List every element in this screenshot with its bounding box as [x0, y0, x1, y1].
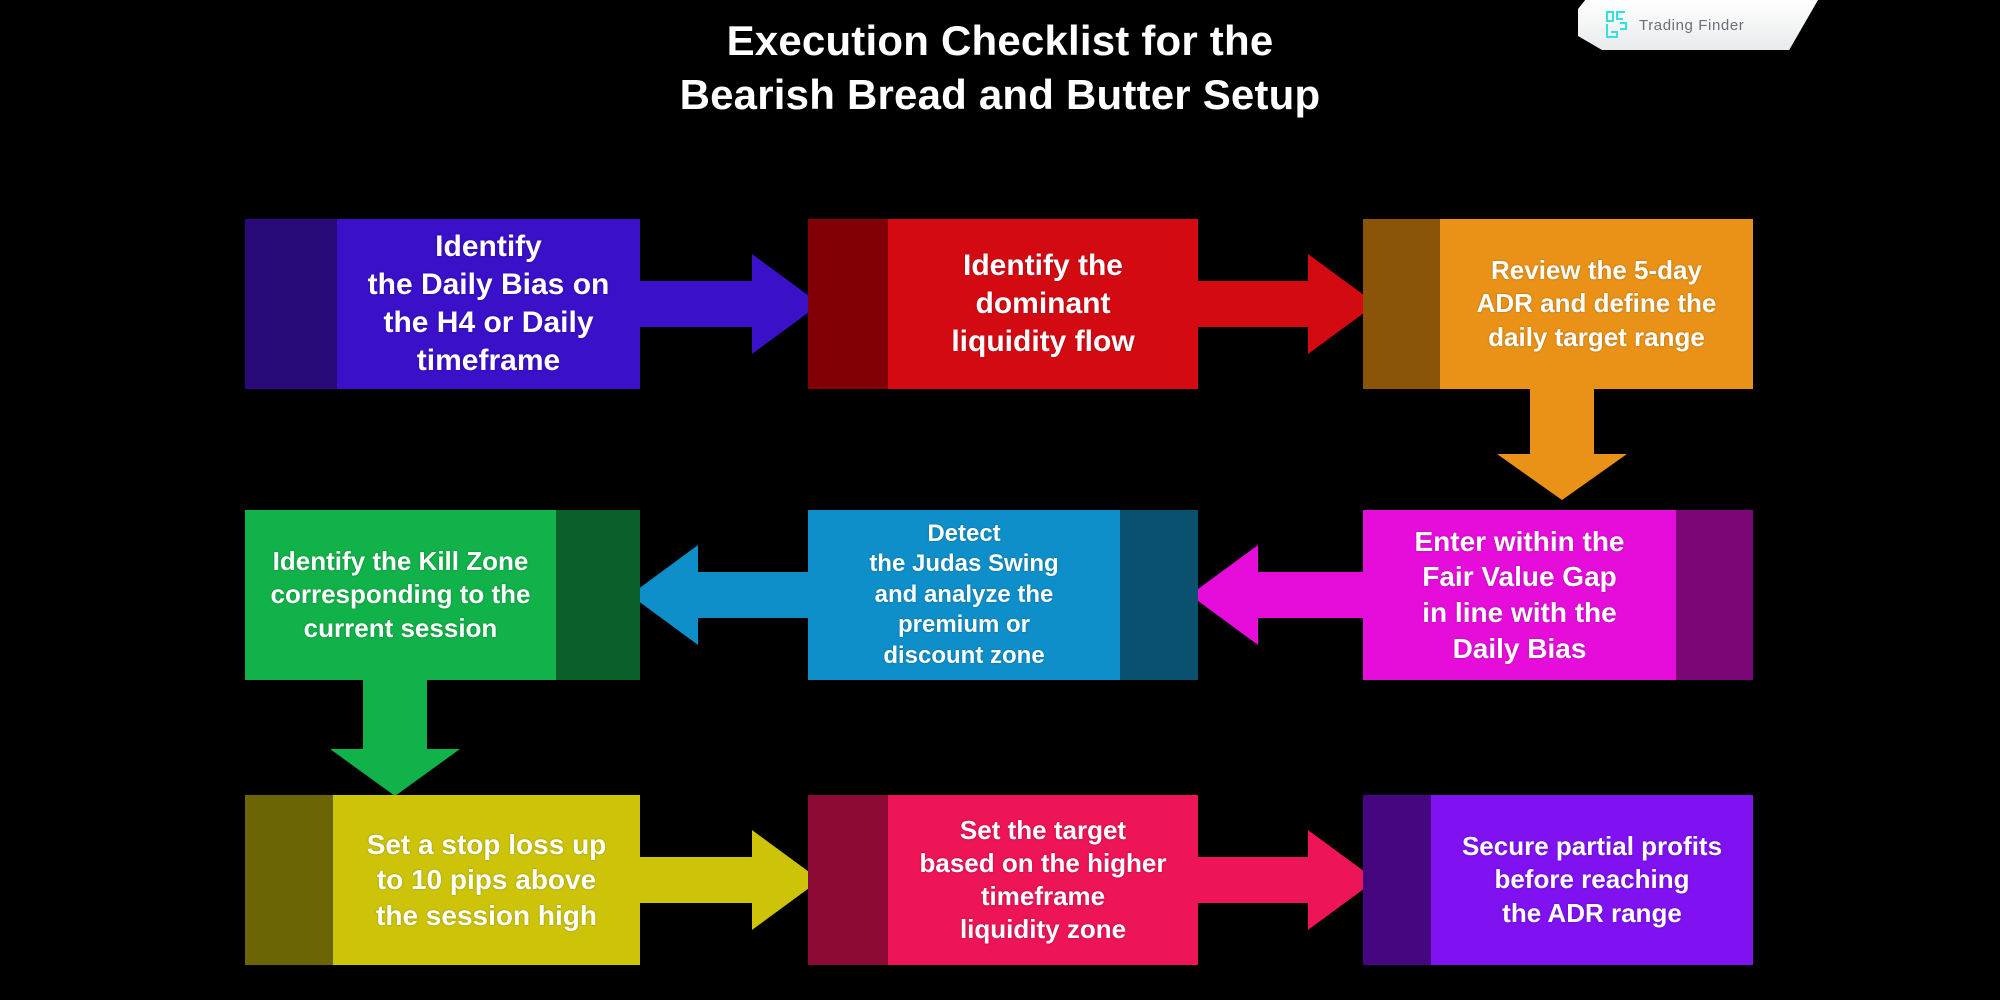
connector-arrow-3-to-4	[1497, 382, 1627, 500]
flow-node-6[interactable]: Identify the Kill Zone corresponding to …	[245, 510, 640, 680]
page-title-line-2: Bearish Bread and Butter Setup	[679, 70, 1321, 118]
page-title-line-1: Execution Checklist for the	[726, 17, 1274, 64]
flow-node-2-label: Identify the dominant liquidity flow	[888, 219, 1198, 389]
brand-badge[interactable]: Trading Finder	[1578, 0, 1818, 50]
flow-node-3[interactable]: Review the 5-day ADR and define the dail…	[1363, 219, 1753, 389]
brand-name: Trading Finder	[1639, 16, 1745, 34]
flow-node-8[interactable]: Set the target based on the higher timef…	[808, 795, 1198, 965]
connector-arrow-6-to-7	[330, 673, 460, 796]
connector-arrow-4-to-5	[1190, 545, 1370, 645]
flow-node-7-accent-strip	[245, 795, 333, 965]
flow-node-1[interactable]: Identify the Daily Bias on the H4 or Dai…	[245, 219, 640, 389]
connector-arrow-5-to-6	[630, 545, 810, 645]
flow-node-9-label: Secure partial profits before reaching t…	[1431, 795, 1753, 965]
flow-node-3-label: Review the 5-day ADR and define the dail…	[1440, 219, 1753, 389]
flow-node-8-label: Set the target based on the higher timef…	[888, 795, 1198, 965]
flow-node-8-accent-strip	[808, 795, 888, 965]
page-title: Execution Checklist for the Bearish Brea…	[0, 14, 2000, 122]
flow-node-9-accent-strip	[1363, 795, 1431, 965]
flow-node-5[interactable]: Detect the Judas Swing and analyze the p…	[808, 510, 1198, 680]
flow-node-9[interactable]: Secure partial profits before reaching t…	[1363, 795, 1753, 965]
flow-node-1-accent-strip	[245, 219, 337, 389]
flow-node-5-accent-strip	[1120, 510, 1198, 680]
flow-node-4[interactable]: Enter within the Fair Value Gap in line …	[1363, 510, 1753, 680]
connector-arrow-7-to-8	[640, 830, 820, 930]
flow-node-6-accent-strip	[556, 510, 640, 680]
flow-node-1-label: Identify the Daily Bias on the H4 or Dai…	[337, 219, 640, 389]
flow-node-5-label: Detect the Judas Swing and analyze the p…	[808, 510, 1120, 680]
flow-node-7[interactable]: Set a stop loss up to 10 pips above the …	[245, 795, 640, 965]
connector-arrow-2-to-3	[1196, 254, 1376, 354]
flow-node-6-label: Identify the Kill Zone corresponding to …	[245, 510, 556, 680]
flow-node-4-label: Enter within the Fair Value Gap in line …	[1363, 510, 1676, 680]
flow-node-4-accent-strip	[1676, 510, 1753, 680]
flow-node-3-accent-strip	[1363, 219, 1440, 389]
flow-node-7-label: Set a stop loss up to 10 pips above the …	[333, 795, 640, 965]
trading-finder-logo-icon	[1606, 11, 1627, 38]
flow-node-2[interactable]: Identify the dominant liquidity flow	[808, 219, 1198, 389]
flow-node-2-accent-strip	[808, 219, 888, 389]
connector-arrow-1-to-2	[640, 254, 820, 354]
connector-arrow-8-to-9	[1196, 830, 1376, 930]
